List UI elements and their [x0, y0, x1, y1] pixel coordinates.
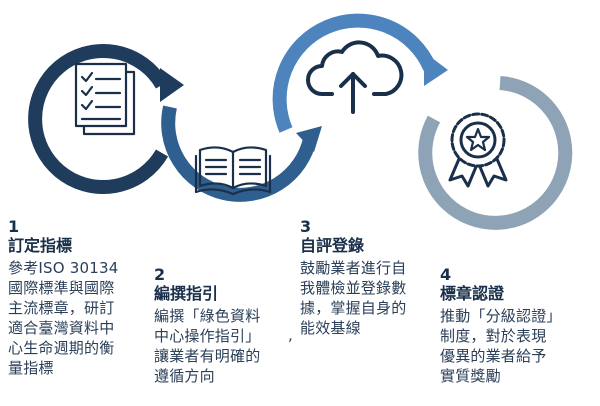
step-3-ring: [272, 13, 448, 133]
step-description: 編撰「綠色資料 中心操作指引」 讓業者有明確的 遵循方向: [154, 307, 261, 385]
step-description: 推動「分級認證」 制度，對於表現 優異的業者給予 實質獎勵: [440, 307, 562, 385]
step-4: 4 標章認證 推動「分級認證」 制度，對於表現 優異的業者給予 實質獎勵: [440, 266, 562, 386]
step-description: 鼓勵業者進行自 我體檢並登錄數 據，掌握自身的 能效基線: [300, 259, 407, 337]
step-number: 1: [8, 217, 20, 236]
open-book-icon: [194, 146, 272, 196]
stray-comma: ,: [288, 326, 293, 344]
cloud-upload-icon: [306, 40, 404, 114]
step-4-ring: [418, 76, 573, 230]
step-number: 4: [440, 265, 452, 284]
award-ribbon-icon: [448, 112, 508, 188]
step-1-ring: [28, 44, 184, 194]
step-number: 3: [300, 217, 312, 236]
step-2-ring: [161, 105, 322, 202]
step-title: 標章認證: [440, 284, 505, 303]
step-title: 訂定指標: [8, 236, 73, 255]
step-title: 編撰指引: [154, 284, 219, 303]
step-description: 參考ISO 30134 國際標準與國際 主流標章，研訂 適合臺灣資料中 心生命週…: [8, 259, 119, 377]
document-checklist-icon: [74, 62, 136, 136]
step-1: 1 訂定指標 參考ISO 30134 國際標準與國際 主流標章，研訂 適合臺灣資…: [8, 218, 118, 378]
step-number: 2: [154, 265, 166, 284]
step-2: 2 編撰指引 編撰「綠色資料 中心操作指引」 讓業者有明確的 遵循方向: [154, 266, 260, 386]
step-3: 3 自評登錄 鼓勵業者進行自 我體檢並登錄數 據，掌握自身的 能效基線: [300, 218, 406, 338]
step-title: 自評登錄: [300, 236, 365, 255]
